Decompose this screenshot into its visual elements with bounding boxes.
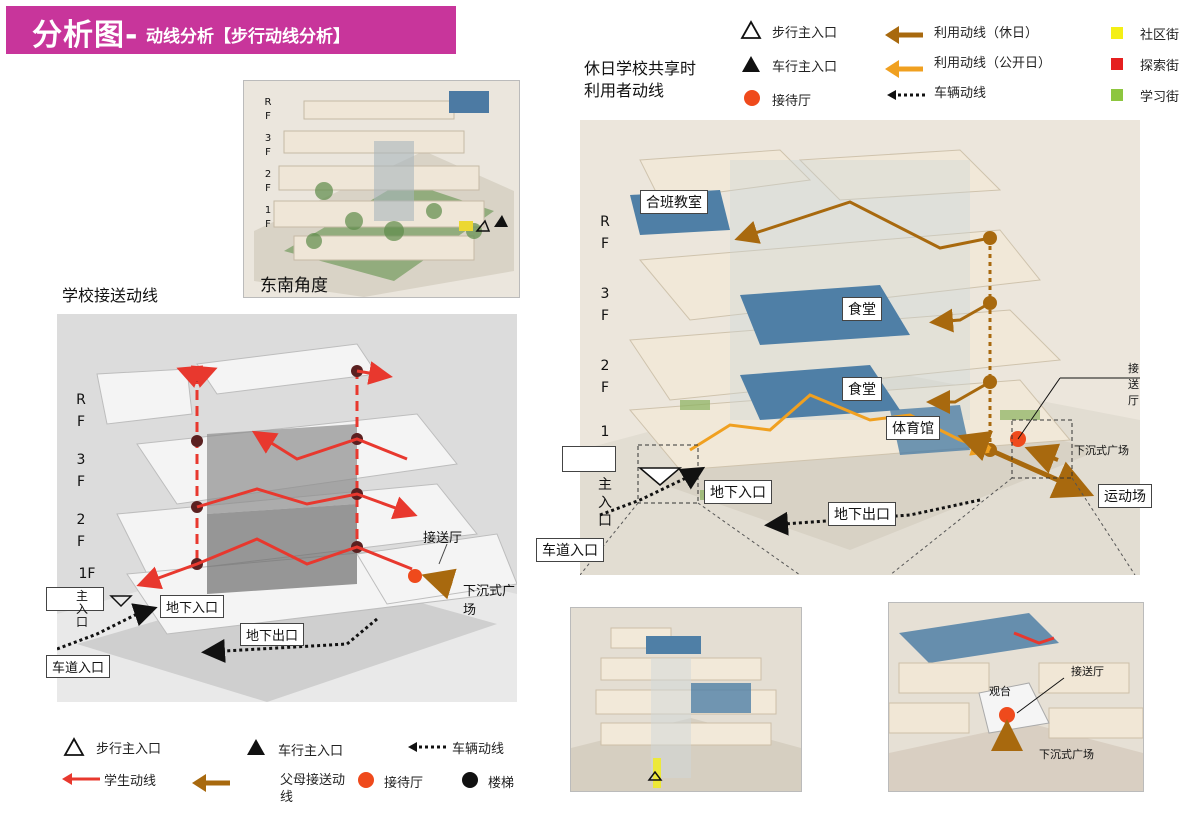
left-section-title: 学校接送动线 [62, 286, 159, 305]
legend-reception-hall: 接待厅 [384, 776, 424, 791]
sunken-plaza-label: 下沉式广场 [463, 584, 516, 618]
top-legend-community-street: 社区街 [1140, 28, 1180, 43]
se-floor-1: 1 [264, 205, 272, 216]
legend-student-route: 学生动线 [104, 774, 157, 789]
southeast-photo: R F 3 F 2 F 1 F 东南角度 [243, 80, 520, 298]
legend-parent-route: 父母接送动线 [280, 773, 346, 805]
canteen-upper-label: 食堂 [842, 297, 882, 321]
left-main-entrance-box [46, 587, 104, 611]
shared-main-entrance-2: 入 [598, 495, 612, 511]
vehicle-route-icon [408, 742, 446, 752]
parent-route-icon [192, 774, 230, 792]
header-banner: 分析图- 动线分析【步行动线分析】 [6, 6, 456, 54]
left-vehicle-entrance: 车道入口 [46, 655, 111, 678]
pickup-floor-3f: F [76, 474, 86, 490]
shared-main-entrance-1: 主 [598, 477, 612, 493]
top-legend-open-route: 利用动线（公开日） [934, 56, 1052, 71]
pickup-floor-r: R [76, 392, 86, 408]
left-1f-box [562, 446, 616, 472]
shared-vehicle-entrance: 车道入口 [536, 538, 604, 562]
left-underground-out: 地下出口 [240, 623, 305, 646]
se-caption: 东南角度 [260, 276, 328, 296]
detail-pickup-drawing [889, 603, 1143, 791]
top-legend-reception-hall: 接待厅 [772, 94, 812, 109]
pickup-model-drawing [57, 314, 517, 702]
pedestrian-entrance-icon [63, 737, 85, 756]
pickup-hall-label: 接送厅 [423, 531, 463, 546]
top-vehicle-entrance-icon [742, 56, 760, 72]
left-underground-in: 地下入口 [160, 595, 225, 618]
shared-floor-1: 1 [600, 424, 610, 440]
southeast-model-drawing [244, 81, 519, 297]
pickup-floor-2f: F [76, 534, 86, 550]
stairs-icon [462, 772, 478, 788]
reception-hall-icon [358, 772, 374, 788]
top-legend-vehicle-entrance: 车行主入口 [772, 60, 838, 75]
top-vehicle-route-icon [887, 90, 925, 100]
detail-pickup-photo: 接送厅 观台 下沉式广场 [888, 602, 1144, 792]
vehicle-entrance-icon [247, 739, 265, 755]
gym-label: 体育馆 [886, 416, 940, 440]
shared-underground-out: 地下出口 [828, 502, 896, 526]
se-floor-r: R [264, 97, 272, 108]
se-floor-3f: F [265, 147, 271, 158]
top-legend-holiday-route: 利用动线（休日） [934, 26, 1039, 41]
detail-stand-label: 观台 [989, 685, 1011, 698]
shared-floor-rf: F [600, 236, 610, 252]
se-floor-2f: F [265, 183, 271, 194]
shared-floor-3: 3 [600, 286, 610, 302]
classroom-label: 合班教室 [640, 190, 708, 214]
pickup-floor-2: 2 [76, 512, 86, 528]
open-day-route-icon [885, 60, 923, 78]
canteen-lower-label: 食堂 [842, 377, 882, 401]
legend-stairs: 楼梯 [488, 776, 515, 791]
legend-vehicle-route: 车辆动线 [452, 742, 505, 757]
se-floor-3: 3 [264, 133, 272, 144]
shared-floor-3f: F [600, 308, 610, 324]
title-small: 动线分析【步行动线分析】 [146, 27, 350, 47]
top-legend-exploration-street: 探索街 [1140, 59, 1180, 74]
student-route-icon [62, 773, 100, 785]
sports-field-label: 运动场 [1098, 484, 1152, 508]
shared-sunken-plaza-label: 下沉式广场 [1074, 444, 1129, 457]
shared-floor-2: 2 [600, 358, 610, 374]
pickup-floor-rf: F [76, 414, 86, 430]
right-title-line2: 利用者动线 [584, 81, 665, 100]
top-reception-hall-icon [744, 90, 760, 106]
shared-underground-in: 地下入口 [704, 480, 772, 504]
community-street-swatch [1111, 27, 1123, 39]
detail-entrance-drawing [571, 608, 801, 791]
pickup-floor-1f: 1F [78, 566, 96, 582]
exploration-street-swatch [1111, 58, 1123, 70]
detail-sunken-plaza-label: 下沉式广场 [1039, 748, 1094, 761]
se-floor-rf: F [265, 111, 271, 122]
shared-main-entrance-3: 口 [598, 513, 612, 529]
pickup-floor-3: 3 [76, 452, 86, 468]
detail-entrance-photo [570, 607, 802, 792]
legend-pedestrian-entrance: 步行主入口 [96, 742, 162, 757]
shared-floor-2f: F [600, 380, 610, 396]
se-floor-1f: F [265, 219, 271, 230]
se-floor-2: 2 [264, 169, 272, 180]
top-pedestrian-entrance-icon [740, 20, 762, 39]
title-big: 分析图- [32, 18, 139, 53]
detail-pickup-hall-label: 接送厅 [1071, 665, 1104, 678]
top-legend-pedestrian-entrance: 步行主入口 [772, 26, 838, 41]
left-main-entrance-label: 主入口 [76, 589, 89, 629]
school-pickup-photo: R F 3 F 2 F 1F 接送厅 下沉式广场 [57, 314, 517, 702]
top-legend-learning-street: 学习街 [1140, 90, 1180, 105]
right-title-line1: 休日学校共享时 [584, 59, 697, 78]
legend-vehicle-main-entrance: 车行主入口 [278, 744, 344, 759]
top-legend-vehicle-route: 车辆动线 [934, 86, 987, 101]
shared-pickup-hall-label: 接送厅 [1128, 362, 1139, 407]
holiday-route-icon [885, 26, 923, 44]
learning-street-swatch [1111, 89, 1123, 101]
shared-floor-r: R [600, 214, 610, 230]
